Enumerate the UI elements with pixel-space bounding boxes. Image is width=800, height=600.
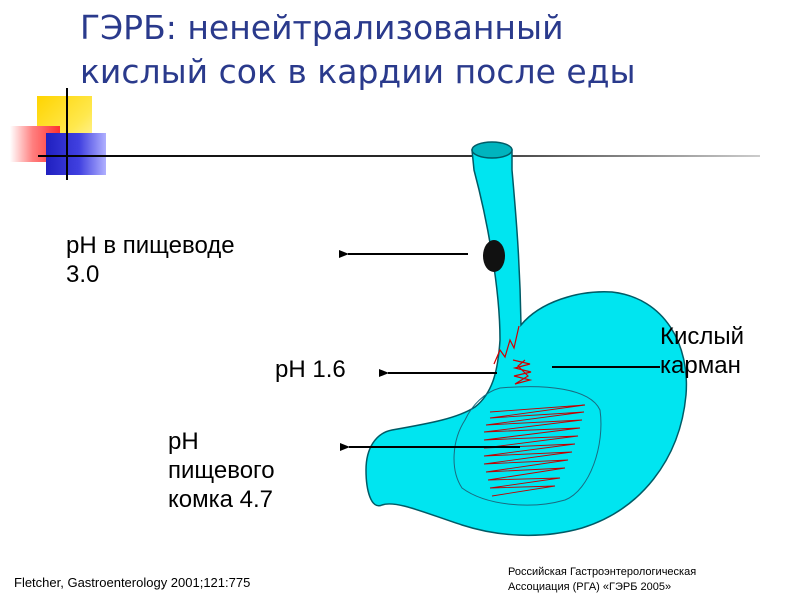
title-underline <box>38 155 760 157</box>
acid-pocket-squiggle <box>512 359 533 385</box>
bolus-ph-label-line-2: пищевого <box>168 457 275 484</box>
decor-vertical-line <box>66 88 68 180</box>
swallowed-bolus <box>483 240 505 272</box>
citation: Fletcher, Gastroenterology 2001;121:775 <box>14 575 251 590</box>
association-line-2: Ассоциация (РГА) «ГЭРБ 2005» <box>508 581 672 593</box>
esophagus-opening <box>471 141 513 159</box>
esophagus-ph-label-line-2: 3.0 <box>66 261 100 288</box>
food-bolus-region <box>453 386 602 506</box>
pocket-ph-label-text: pH 1.6 <box>275 356 346 383</box>
acid-pocket-label-line-2: карман <box>660 352 741 379</box>
decor-blue-square <box>46 133 106 175</box>
acid-zigzag-reflux <box>493 325 520 365</box>
esophagus-ph-label-line-1: pH в пищеводе <box>66 232 235 259</box>
stomach-outline <box>365 149 688 537</box>
esophagus-ph-label: pH в пищеводе 3.0 <box>66 231 235 289</box>
bolus-ph-label-line-3: комка 4.7 <box>168 486 274 513</box>
bolus-ph-label-line-1: pH <box>168 428 199 455</box>
pocket-ph-label: pH 1.6 <box>275 355 346 384</box>
acid-zigzag-stomach <box>483 404 586 497</box>
association-credit: Российская Гастроэнтерологическая Ассоци… <box>508 565 696 595</box>
title-line-2: кислый сок в кардии после еды <box>80 52 636 91</box>
page-title: ГЭРБ: ненейтрализованный кислый сок в ка… <box>80 6 780 94</box>
association-line-1: Российская Гастроэнтерологическая <box>508 566 697 578</box>
acid-pocket-label-line-1: Кислый <box>660 323 745 350</box>
title-line-1: ГЭРБ: ненейтрализованный <box>80 8 564 47</box>
bolus-ph-label: pH пищевого комка 4.7 <box>168 427 275 514</box>
acid-pocket-label: Кислый карман <box>660 322 744 380</box>
